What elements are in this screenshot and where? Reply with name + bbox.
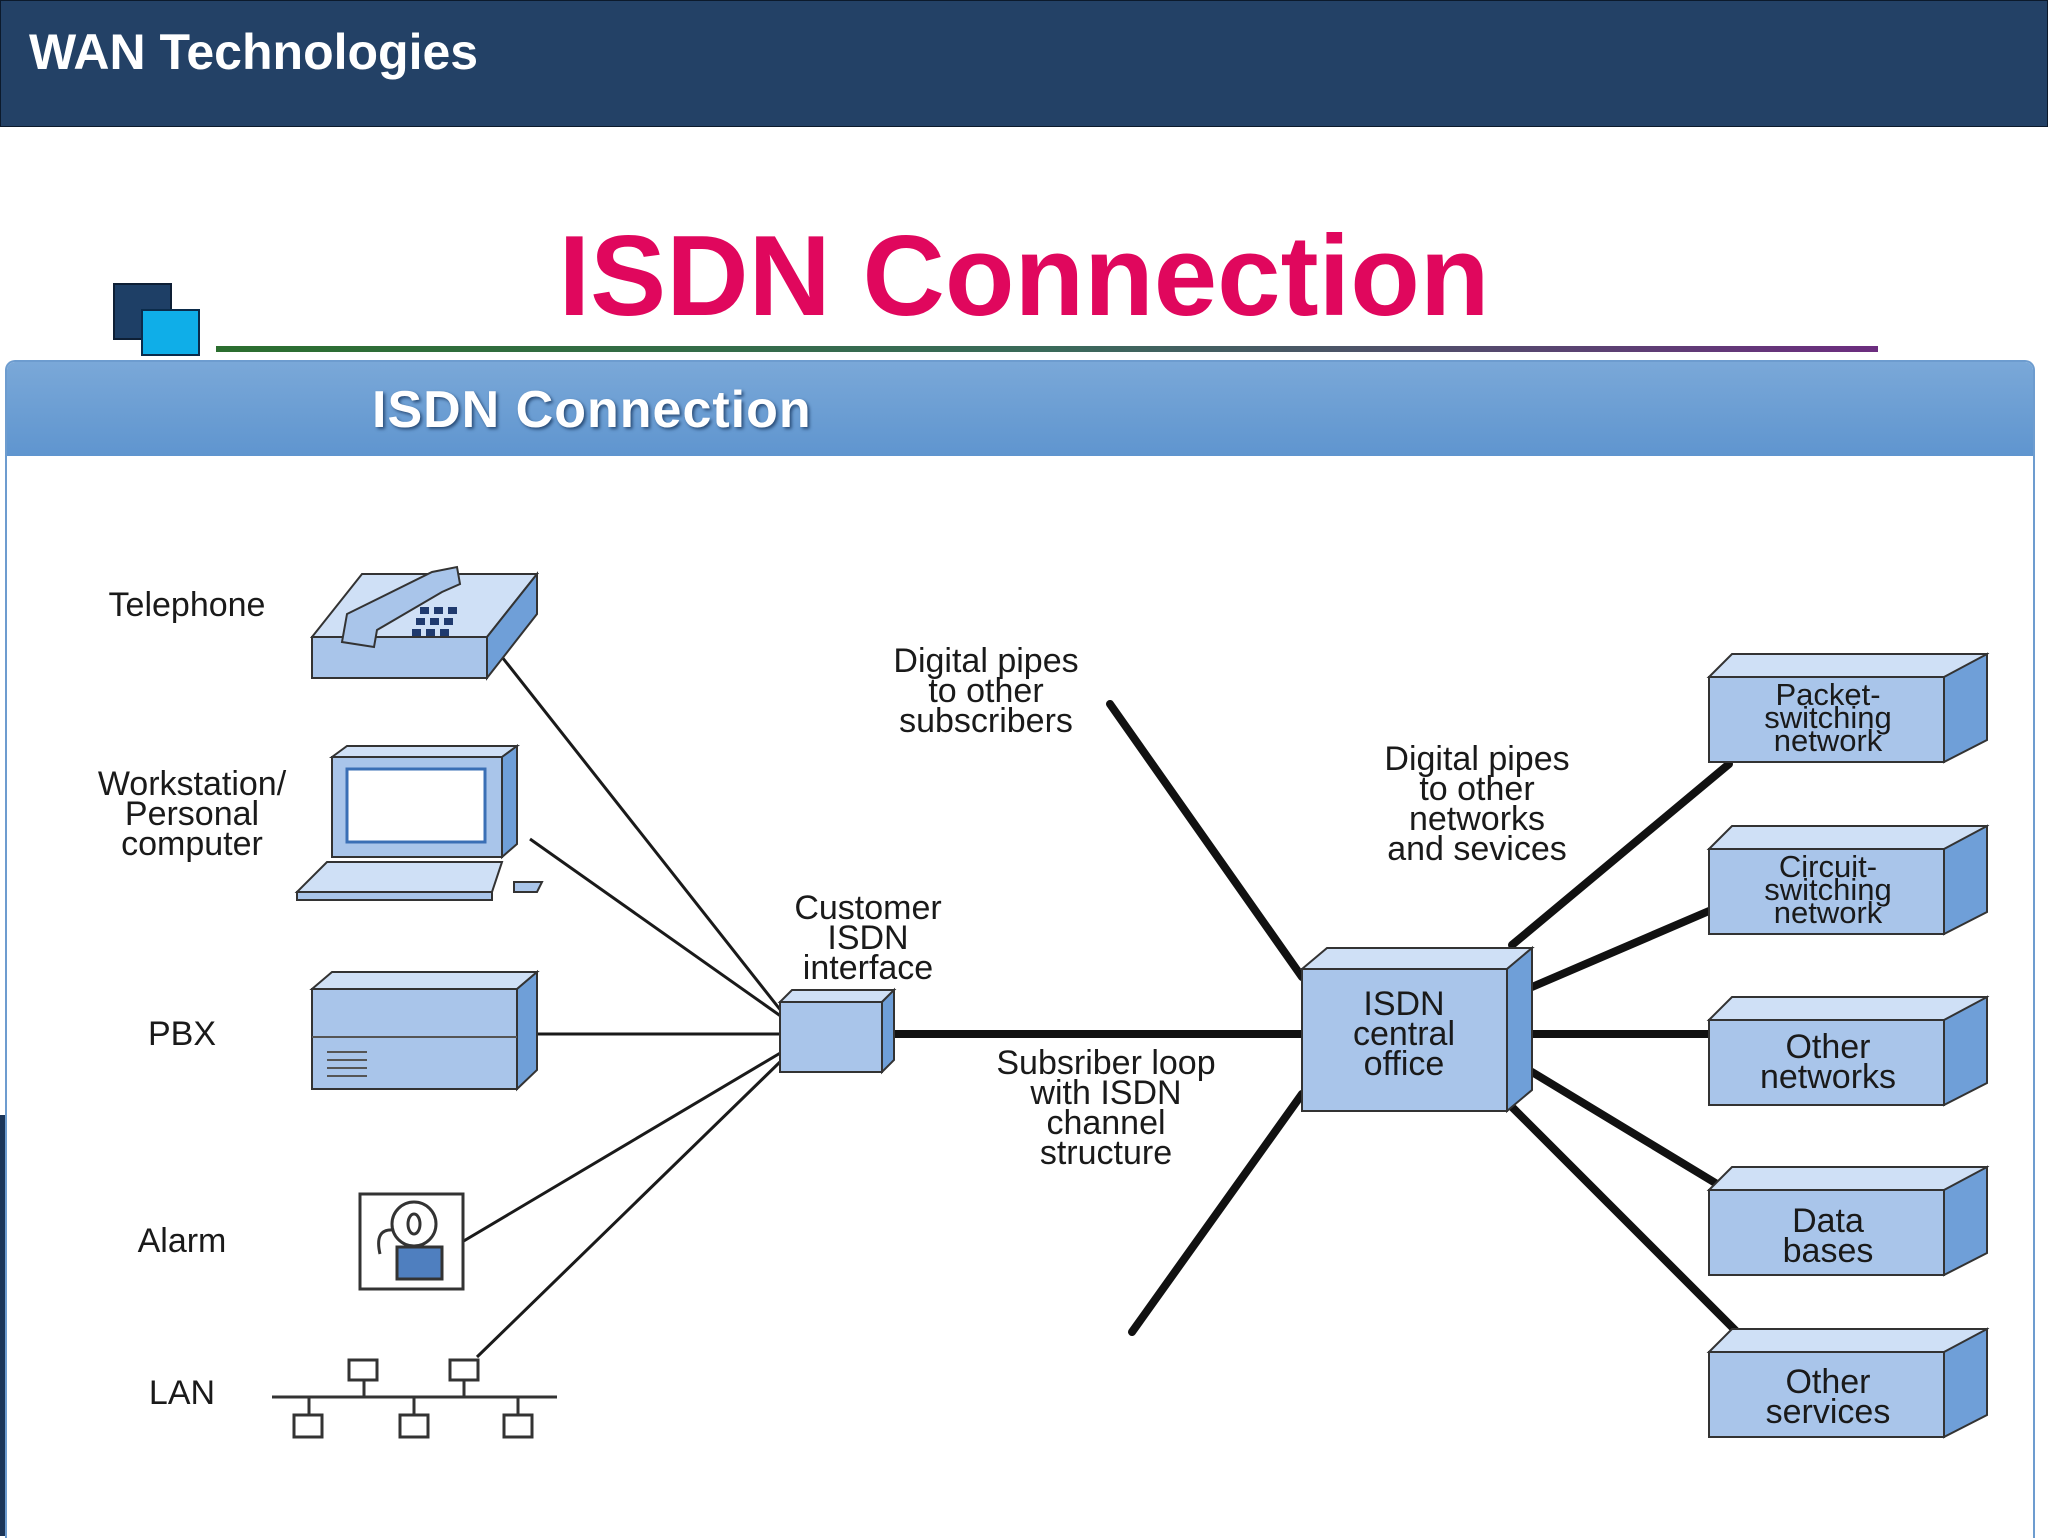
lan-link — [475, 1058, 784, 1359]
other-networks-label-1: Other — [1785, 1028, 1870, 1066]
workstation-label-1: Workstation/ — [98, 765, 287, 803]
central-office-label-1: ISDN — [1363, 985, 1444, 1023]
subscriber-loop-2: with ISDN — [1029, 1074, 1181, 1112]
databases-box — [1706, 1165, 1990, 1277]
pipe-subscribers-down — [1128, 1090, 1306, 1336]
packet-label-2: switching — [1764, 700, 1892, 735]
other-services-label-2: services — [1766, 1393, 1891, 1431]
customer-interface-box — [777, 987, 897, 1075]
central-office-label-2: central — [1353, 1015, 1455, 1053]
alarm-icon — [358, 1192, 465, 1291]
alarm-link — [461, 1050, 783, 1244]
circuit-switching-box — [1706, 824, 1990, 936]
diagram-header: ISDN Connection — [7, 362, 2033, 456]
pipe-subscribers-up — [1106, 700, 1306, 981]
telephone-label: Telephone — [109, 586, 266, 624]
other-networks-box — [1706, 995, 1990, 1107]
device-connection-lines — [461, 656, 784, 1359]
header-bar: WAN Technologies — [0, 0, 2048, 127]
lan-icon — [272, 1358, 557, 1439]
workstation-label-2: Personal — [125, 795, 259, 833]
alarm-label: Alarm — [138, 1222, 227, 1260]
central-office-box — [1299, 945, 1535, 1114]
pipes-networks-2: to other — [1419, 770, 1534, 808]
subscriber-loop-4: structure — [1040, 1134, 1172, 1172]
diagram-title: ISDN Connection — [372, 381, 812, 439]
circuit-label-1: Circuit- — [1779, 849, 1877, 884]
pipes-subscribers-2: to other — [928, 672, 1043, 710]
link-circuit — [1528, 907, 1713, 991]
pipes-subscribers-1: Digital pipes — [893, 642, 1078, 680]
databases-label-2: bases — [1783, 1232, 1874, 1270]
interface-label-1: Customer — [794, 889, 941, 927]
circuit-label-2: switching — [1764, 872, 1892, 907]
telephone-link — [500, 656, 784, 1013]
workstation-label-3: computer — [121, 825, 263, 863]
subscriber-loop-3: channel — [1046, 1104, 1165, 1142]
interface-label-3: interface — [803, 949, 933, 987]
pipes-networks-4: and sevices — [1387, 830, 1567, 868]
other-networks-label-2: networks — [1760, 1058, 1896, 1096]
workstation-icon — [294, 744, 544, 901]
lan-label: LAN — [149, 1374, 215, 1412]
packet-switching-box — [1706, 652, 1990, 764]
databases-label-1: Data — [1792, 1202, 1864, 1240]
other-services-label-1: Other — [1785, 1363, 1870, 1401]
diagram-panel: ISDN Connection — [5, 360, 2035, 1538]
digital-pipes — [886, 700, 1746, 1341]
workstation-link — [529, 837, 783, 1019]
header-title: WAN Technologies — [29, 24, 479, 80]
other-services-box — [1706, 1327, 1990, 1439]
link-databases — [1528, 1068, 1726, 1191]
packet-label-3: network — [1774, 723, 1883, 758]
left-edge-strip — [0, 1115, 6, 1536]
link-packet — [1508, 760, 1733, 949]
telephone-icon — [309, 565, 540, 681]
title-underline — [216, 346, 1878, 352]
decor-square-cyan — [141, 309, 200, 356]
pbx-label: PBX — [148, 1015, 216, 1053]
pipes-networks-1: Digital pipes — [1384, 740, 1569, 778]
central-office-label-3: office — [1364, 1045, 1445, 1083]
pipes-subscribers-3: subscribers — [899, 702, 1073, 740]
circuit-label-3: network — [1774, 895, 1883, 930]
interface-label-2: ISDN — [827, 919, 908, 957]
pbx-icon — [309, 969, 540, 1092]
isdn-diagram: Telephone Workstation/ Personal computer… — [98, 565, 1990, 1439]
link-other-services — [1508, 1103, 1746, 1341]
pipes-networks-3: networks — [1409, 800, 1545, 838]
subscriber-loop-1: Subsriber loop — [996, 1044, 1215, 1082]
slide-title: ISDN Connection — [558, 213, 1490, 340]
packet-label-1: Packet- — [1775, 677, 1880, 712]
